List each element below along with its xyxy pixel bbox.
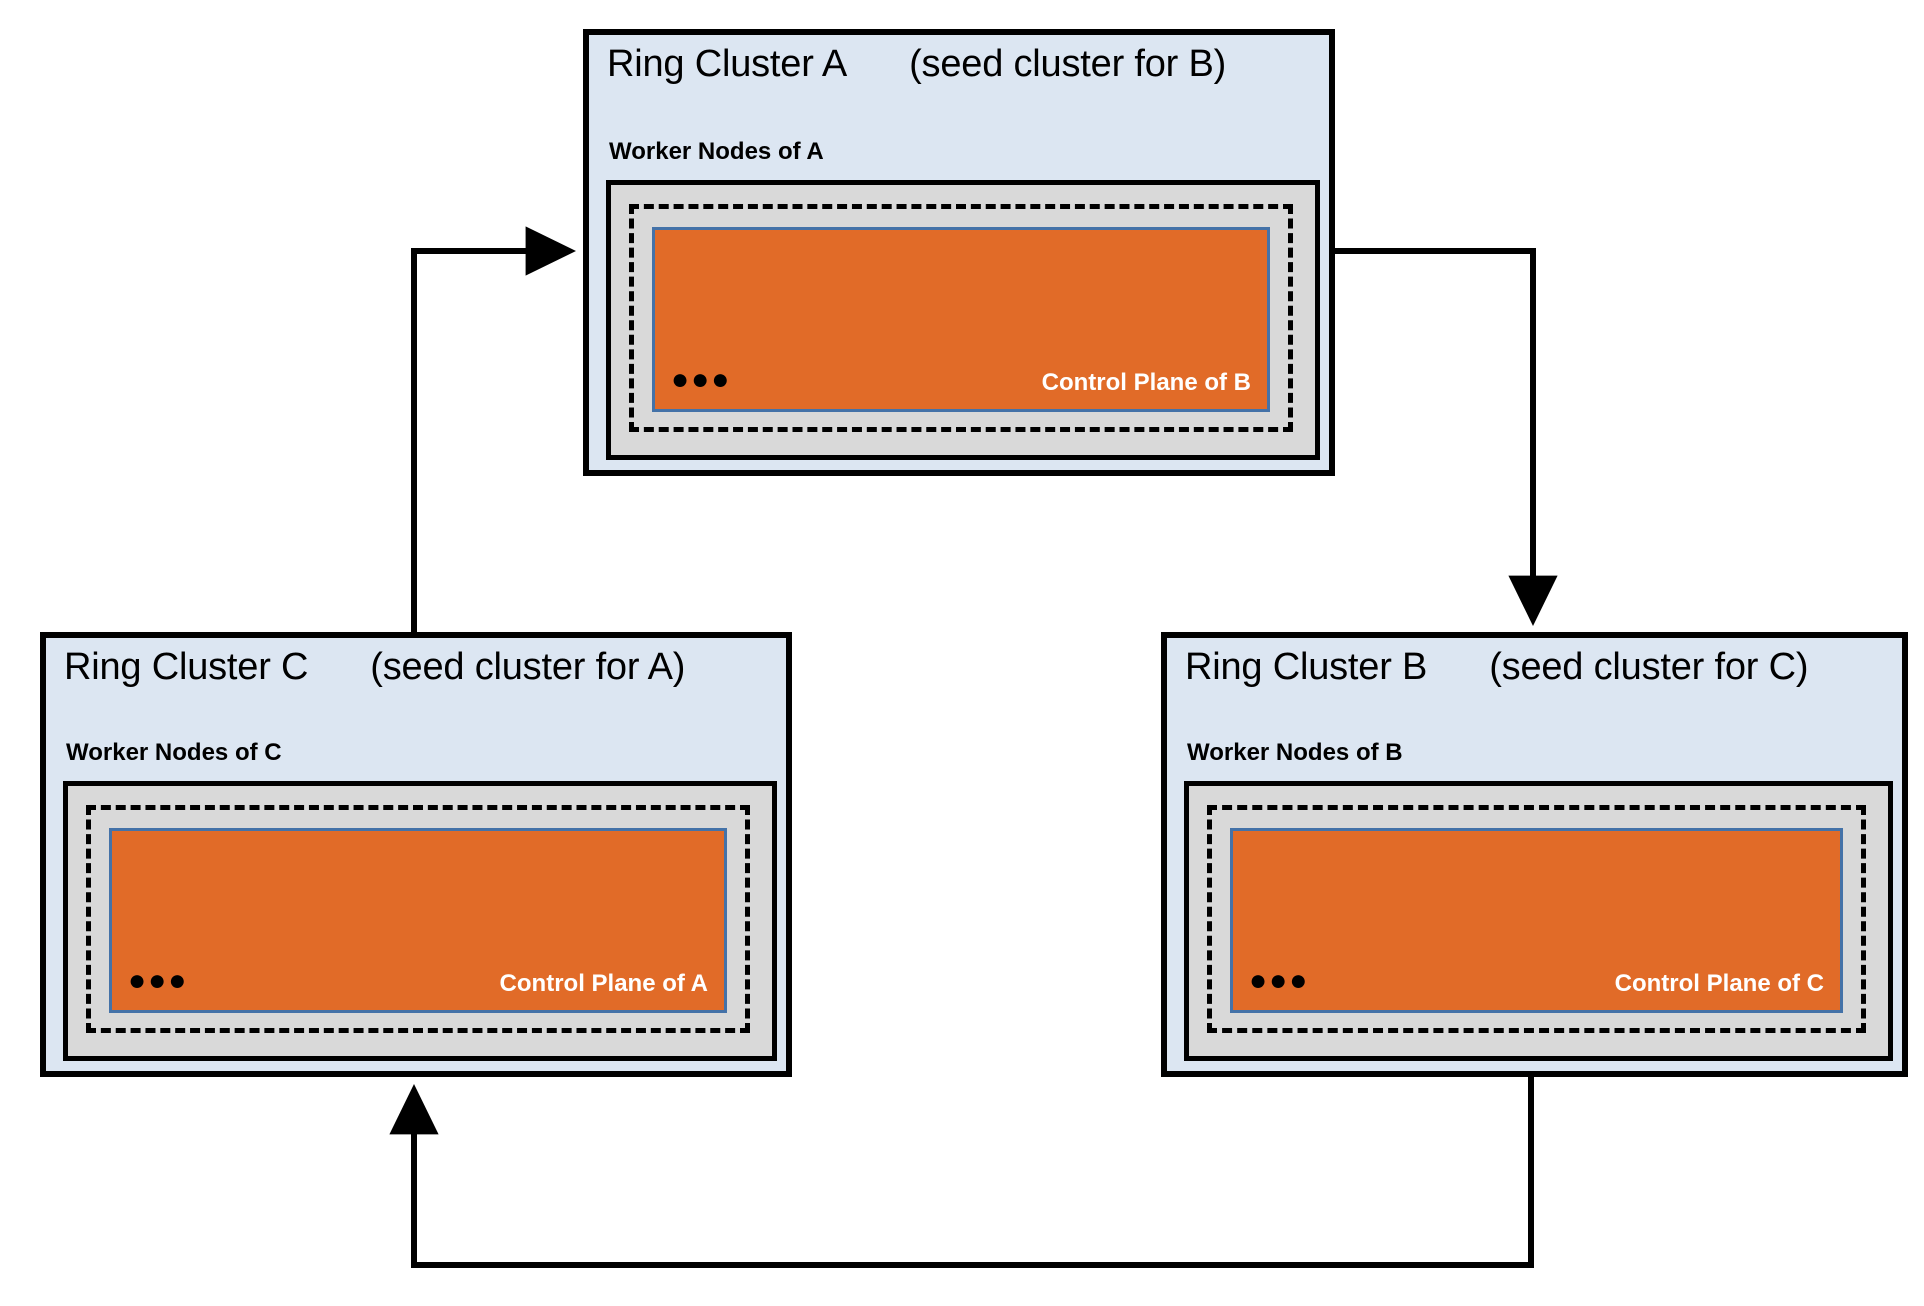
connector-b-to-c bbox=[389, 1077, 1534, 1268]
cluster-b-control-plane-label: Control Plane of C bbox=[1614, 970, 1824, 997]
cluster-b-control-plane-box[interactable]: ●●● Control Plane of C bbox=[1230, 828, 1843, 1013]
cluster-c-control-plane-label: Control Plane of A bbox=[499, 970, 708, 997]
ring-cluster-c[interactable]: Ring Cluster C (seed cluster for A) Worke… bbox=[40, 632, 792, 1077]
cluster-b-worker-nodes-box: ●●● Control Plane of C bbox=[1184, 781, 1893, 1061]
cluster-c-title-subtitle: (seed cluster for A) bbox=[370, 646, 686, 688]
cluster-a-title-subtitle: (seed cluster for B) bbox=[909, 43, 1227, 85]
cluster-c-title: Ring Cluster C (seed cluster for A) bbox=[64, 646, 685, 690]
cluster-a-ellipsis-icon: ●●● bbox=[671, 363, 732, 396]
cluster-c-worker-nodes-label: Worker Nodes of C bbox=[66, 739, 282, 766]
cluster-c-namespace-boundary: ●●● Control Plane of A bbox=[86, 805, 750, 1033]
cluster-a-namespace-boundary: ●●● Control Plane of B bbox=[629, 204, 1293, 432]
cluster-c-control-plane-box[interactable]: ●●● Control Plane of A bbox=[109, 828, 727, 1013]
cluster-b-namespace-boundary: ●●● Control Plane of C bbox=[1207, 805, 1866, 1033]
cluster-b-title-main: Ring Cluster B bbox=[1185, 646, 1428, 688]
cluster-c-worker-nodes-box: ●●● Control Plane of A bbox=[63, 781, 777, 1061]
cluster-a-title-main: Ring Cluster A bbox=[607, 43, 848, 85]
ring-cluster-b[interactable]: Ring Cluster B (seed cluster for C) Worke… bbox=[1161, 632, 1908, 1077]
cluster-a-control-plane-box[interactable]: ●●● Control Plane of B bbox=[652, 227, 1270, 412]
cluster-b-title-subtitle: (seed cluster for C) bbox=[1489, 646, 1809, 688]
cluster-b-ellipsis-icon: ●●● bbox=[1249, 964, 1310, 997]
connector-c-to-a bbox=[411, 226, 576, 632]
cluster-a-worker-nodes-label: Worker Nodes of A bbox=[609, 138, 824, 165]
connector-a-to-b bbox=[1335, 248, 1558, 626]
cluster-a-worker-nodes-box: ●●● Control Plane of B bbox=[606, 180, 1320, 460]
cluster-c-ellipsis-icon: ●●● bbox=[128, 964, 189, 997]
cluster-c-title-main: Ring Cluster C bbox=[64, 646, 309, 688]
ring-cluster-a[interactable]: Ring Cluster A (seed cluster for B) Worke… bbox=[583, 29, 1335, 476]
cluster-a-title: Ring Cluster A (seed cluster for B) bbox=[607, 43, 1226, 87]
cluster-b-worker-nodes-label: Worker Nodes of B bbox=[1187, 739, 1403, 766]
cluster-a-control-plane-label: Control Plane of B bbox=[1041, 369, 1251, 396]
cluster-b-title: Ring Cluster B (seed cluster for C) bbox=[1185, 646, 1808, 690]
